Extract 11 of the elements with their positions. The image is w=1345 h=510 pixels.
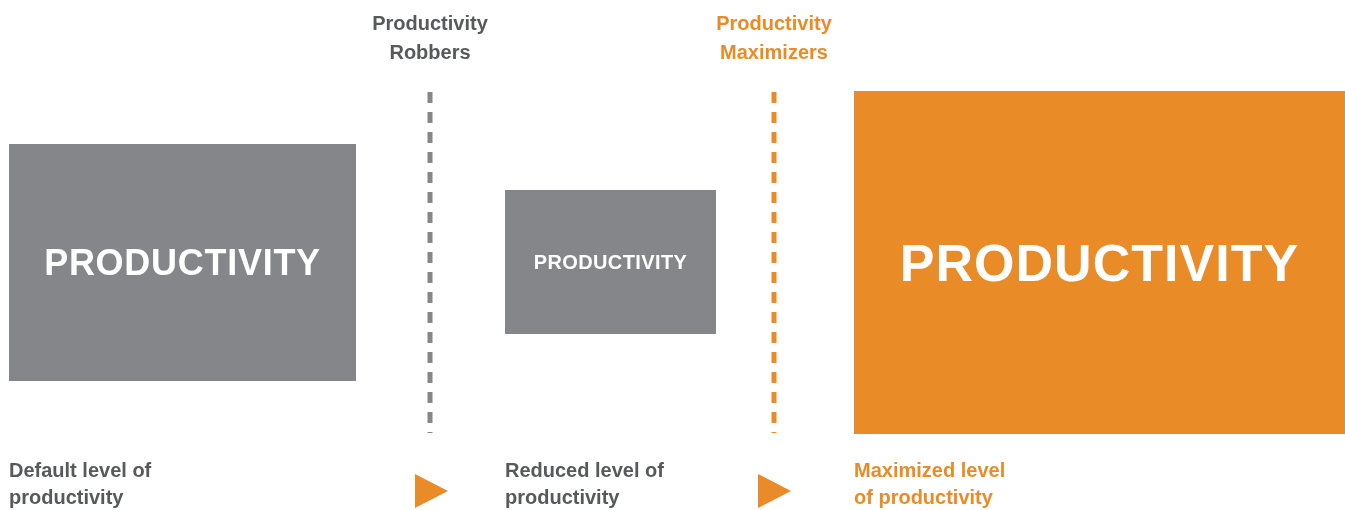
level-caption: Maximized level of productivity [854, 458, 1007, 510]
level-caption: Reduced level of productivity [505, 458, 665, 510]
box-label: PRODUCTIVITY [44, 240, 321, 285]
level-caption: Default level of productivity [9, 458, 153, 510]
box-label: PRODUCTIVITY [533, 250, 688, 275]
productivity-box [9, 144, 356, 381]
divider-heading: Productivity Maximizers [715, 11, 833, 65]
box-label: PRODUCTIVITY [899, 232, 1300, 294]
divider-heading: Productivity Robbers [371, 11, 489, 65]
productivity-box [505, 190, 716, 334]
productivity-box [854, 91, 1345, 434]
